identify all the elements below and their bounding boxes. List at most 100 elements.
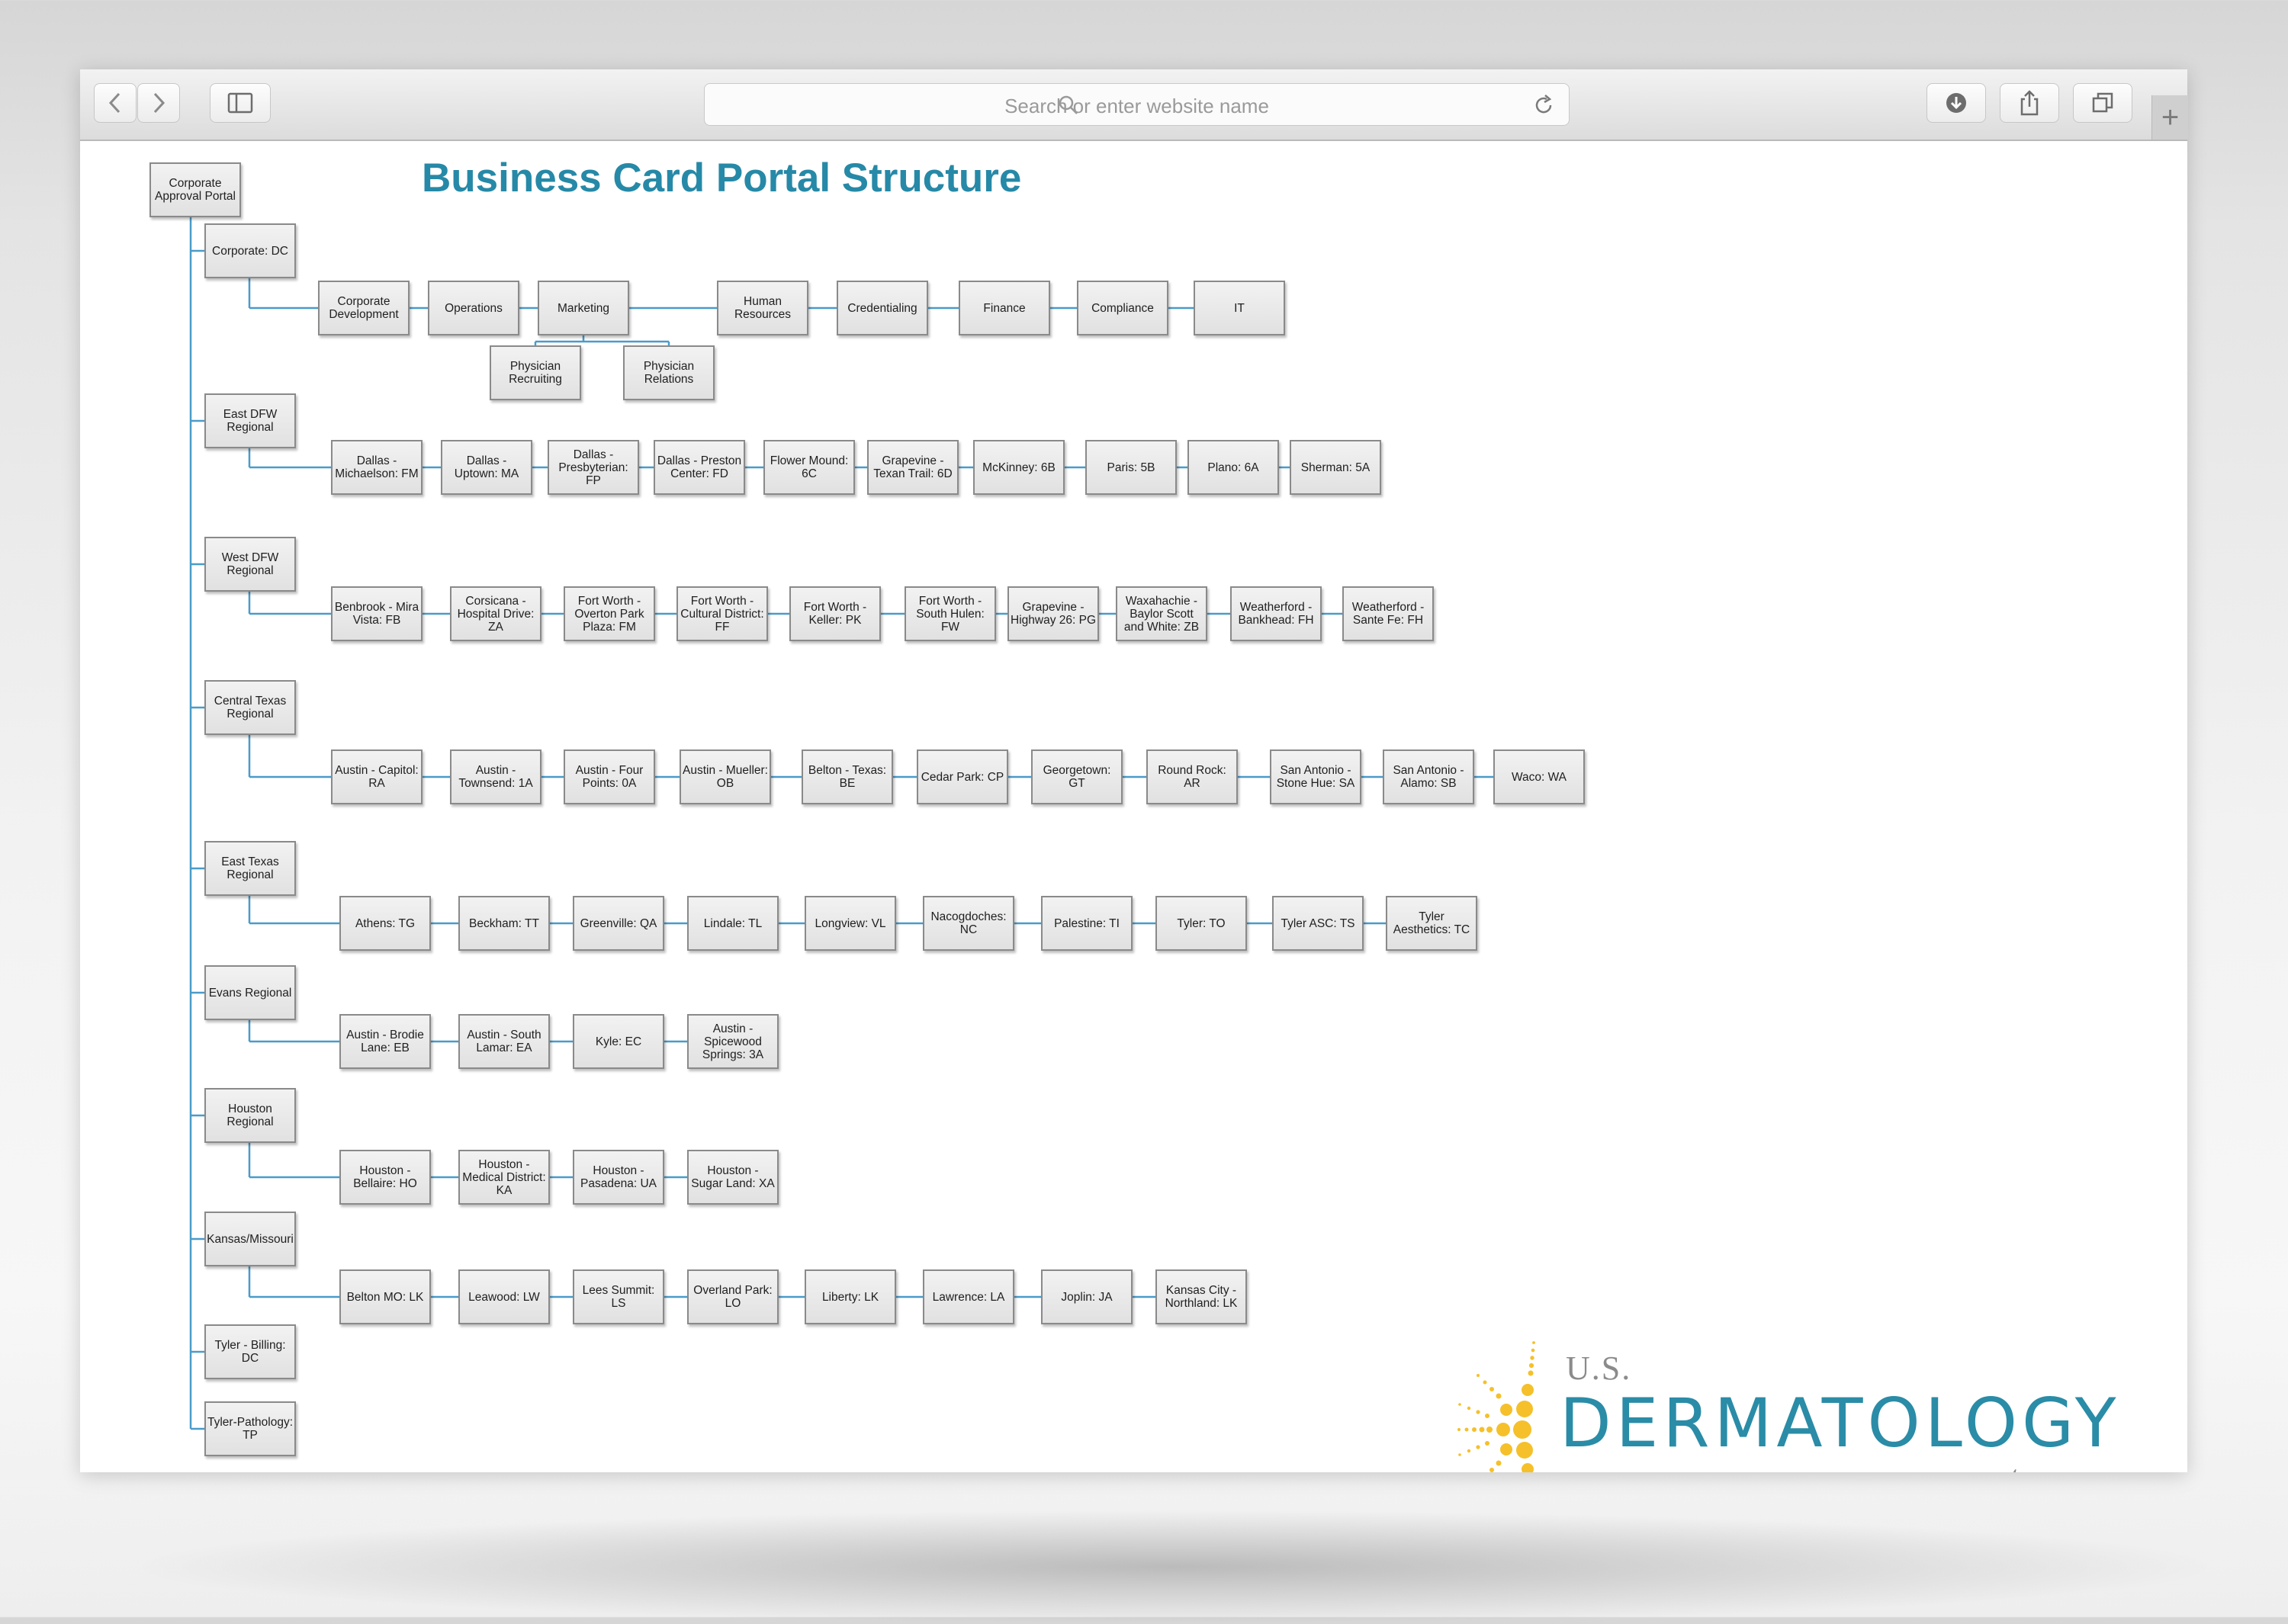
child-node[interactable]: Austin - Four Points: 0A: [564, 749, 655, 804]
group-node[interactable]: Corporate: DC: [204, 223, 296, 278]
child-node[interactable]: Austin - Mueller: OB: [680, 749, 771, 804]
child-node[interactable]: Lindale: TL: [687, 896, 779, 951]
sub-node[interactable]: Physician Relations: [623, 345, 715, 400]
tabs-button[interactable]: [2073, 83, 2132, 123]
child-node[interactable]: Belton - Texas: BE: [802, 749, 893, 804]
child-node[interactable]: Sherman: 5A: [1290, 440, 1381, 495]
child-node[interactable]: Dallas - Uptown: MA: [441, 440, 532, 495]
child-node[interactable]: Austin - Townsend: 1A: [450, 749, 541, 804]
sun-dot: [1467, 1449, 1471, 1453]
child-node[interactable]: Grapevine - Texan Trail: 6D: [867, 440, 959, 495]
child-node[interactable]: Overland Park: LO: [687, 1269, 779, 1324]
child-node[interactable]: Austin - Capitol: RA: [331, 749, 423, 804]
child-node[interactable]: Lawrence: LA: [923, 1269, 1014, 1324]
child-node[interactable]: Beckham: TT: [458, 896, 550, 951]
child-node[interactable]: Flower Mound: 6C: [763, 440, 855, 495]
child-node[interactable]: Human Resources: [717, 281, 808, 335]
sun-dot: [1486, 1427, 1493, 1433]
child-node[interactable]: Round Rock: AR: [1146, 749, 1238, 804]
share-icon: [2020, 90, 2039, 116]
child-node[interactable]: San Antonio - Stone Hue: SA: [1270, 749, 1361, 804]
child-node[interactable]: Belton MO: LK: [339, 1269, 431, 1324]
child-node[interactable]: Corsicana - Hospital Drive: ZA: [450, 586, 541, 641]
group-node[interactable]: Tyler - Billing: DC: [204, 1324, 296, 1379]
child-node[interactable]: Paris: 5B: [1085, 440, 1177, 495]
child-node[interactable]: Longview: VL: [805, 896, 896, 951]
child-node[interactable]: Dallas - Preston Center: FD: [654, 440, 745, 495]
child-node[interactable]: Houston - Pasadena: UA: [573, 1150, 664, 1205]
child-node[interactable]: Dallas - Presbyterian: FP: [548, 440, 639, 495]
child-node[interactable]: Lees Summit: LS: [573, 1269, 664, 1324]
sun-dot: [1485, 1441, 1489, 1446]
child-node[interactable]: Joplin: JA: [1041, 1269, 1133, 1324]
child-node[interactable]: Benbrook - Mira Vista: FB: [331, 586, 423, 641]
child-node[interactable]: Liberty: LK: [805, 1269, 896, 1324]
sun-dot: [1457, 1428, 1461, 1431]
child-node[interactable]: Austin - Brodie Lane: EB: [339, 1014, 431, 1069]
address-bar[interactable]: Search or enter website name: [704, 83, 1570, 126]
back-button[interactable]: [94, 83, 137, 123]
sun-dot: [1458, 1403, 1461, 1406]
child-node[interactable]: Tyler Aesthetics: TC: [1386, 896, 1477, 951]
sidebar-button[interactable]: [210, 83, 271, 123]
child-node[interactable]: Tyler: TO: [1155, 896, 1247, 951]
child-node[interactable]: Austin - Spicewood Springs: 3A: [687, 1014, 779, 1069]
child-node[interactable]: Finance: [959, 281, 1050, 335]
child-node[interactable]: Tyler ASC: TS: [1272, 896, 1364, 951]
group-node[interactable]: West DFW Regional: [204, 537, 296, 592]
sun-dot: [1489, 1468, 1494, 1472]
sub-node[interactable]: Physician Recruiting: [490, 345, 581, 400]
sun-dot: [1516, 1442, 1533, 1459]
reload-icon[interactable]: [1532, 94, 1555, 117]
logo-us: U.S.: [1566, 1350, 1632, 1387]
child-node[interactable]: Kansas City - Northland: LK: [1155, 1269, 1247, 1324]
chevron-right-icon: [153, 92, 165, 114]
child-node[interactable]: Nacogdoches: NC: [923, 896, 1014, 951]
child-node[interactable]: Compliance: [1077, 281, 1168, 335]
forward-button[interactable]: [137, 83, 180, 123]
group-node[interactable]: Tyler-Pathology: TP: [204, 1401, 296, 1456]
group-node[interactable]: Central Texas Regional: [204, 680, 296, 735]
child-node[interactable]: McKinney: 6B: [973, 440, 1065, 495]
child-node[interactable]: Operations: [428, 281, 519, 335]
child-node[interactable]: Fort Worth - Cultural District: FF: [676, 586, 768, 641]
child-node[interactable]: Fort Worth - Keller: PK: [789, 586, 881, 641]
sun-dot: [1483, 1380, 1487, 1385]
child-node[interactable]: San Antonio - Alamo: SB: [1383, 749, 1474, 804]
child-node[interactable]: Fort Worth - South Hulen: FW: [905, 586, 996, 641]
child-node[interactable]: Waco: WA: [1493, 749, 1585, 804]
child-node[interactable]: Kyle: EC: [573, 1014, 664, 1069]
group-node[interactable]: East DFW Regional: [204, 393, 296, 448]
group-node[interactable]: Houston Regional: [204, 1088, 296, 1143]
child-node[interactable]: Cedar Park: CP: [917, 749, 1008, 804]
new-tab-button[interactable]: +: [2151, 95, 2188, 140]
download-button[interactable]: [1926, 83, 1986, 123]
child-node[interactable]: Houston - Sugar Land: XA: [687, 1150, 779, 1205]
child-node[interactable]: Fort Worth - Overton Park Plaza: FM: [564, 586, 655, 641]
child-node[interactable]: Austin - South Lamar: EA: [458, 1014, 550, 1069]
group-node[interactable]: East Texas Regional: [204, 841, 296, 896]
child-node[interactable]: Georgetown: GT: [1031, 749, 1123, 804]
child-node[interactable]: Houston - Medical District: KA: [458, 1150, 550, 1205]
child-node[interactable]: Leawood: LW: [458, 1269, 550, 1324]
child-node[interactable]: Waxahachie - Baylor Scott and White: ZB: [1116, 586, 1207, 641]
group-node[interactable]: Kansas/Missouri: [204, 1212, 296, 1266]
share-button[interactable]: [2000, 83, 2059, 123]
child-node[interactable]: IT: [1194, 281, 1285, 335]
child-node[interactable]: Athens: TG: [339, 896, 431, 951]
root-node[interactable]: Corporate Approval Portal: [149, 162, 241, 217]
child-node[interactable]: Marketing: [538, 281, 629, 335]
child-node[interactable]: Dallas - Michaelson: FM: [331, 440, 423, 495]
child-node[interactable]: Weatherford - Bankhead: FH: [1230, 586, 1322, 641]
child-node[interactable]: Grapevine - Highway 26: PG: [1007, 586, 1099, 641]
child-node[interactable]: Weatherford - Sante Fe: FH: [1342, 586, 1434, 641]
sun-dot: [1530, 1356, 1534, 1360]
search-icon: [1059, 95, 1078, 114]
child-node[interactable]: Greenville: QA: [573, 896, 664, 951]
child-node[interactable]: Palestine: TI: [1041, 896, 1133, 951]
child-node[interactable]: Credentialing: [837, 281, 928, 335]
child-node[interactable]: Plano: 6A: [1187, 440, 1279, 495]
group-node[interactable]: Evans Regional: [204, 965, 296, 1020]
child-node[interactable]: Houston - Bellaire: HO: [339, 1150, 431, 1205]
child-node[interactable]: Corporate Development: [318, 281, 410, 335]
